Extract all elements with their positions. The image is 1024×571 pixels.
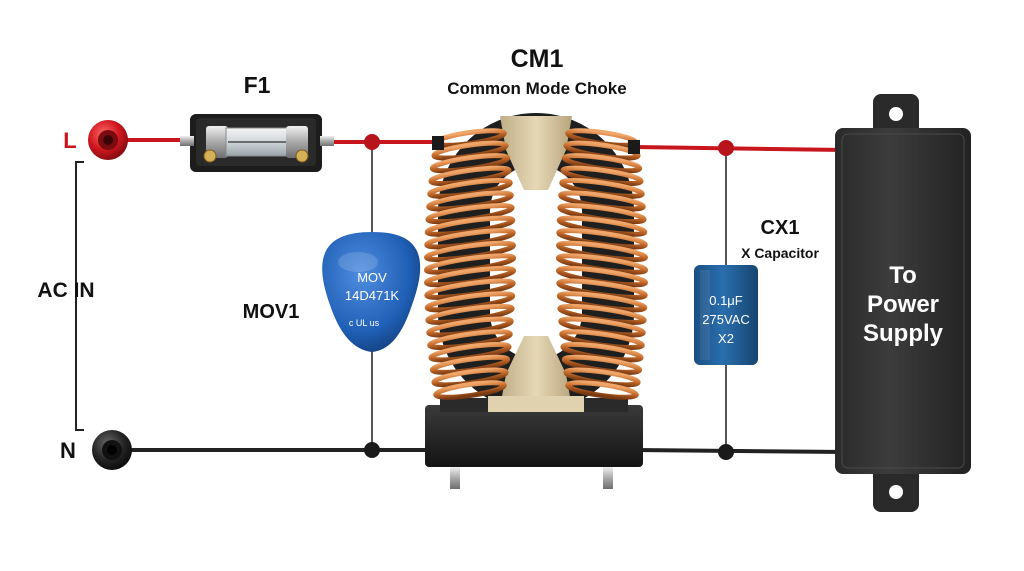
mov-body-text-2: 14D471K bbox=[345, 288, 400, 303]
wires bbox=[75, 138, 846, 454]
cap-class-text: X2 bbox=[718, 331, 734, 346]
mov-varistor bbox=[322, 232, 421, 352]
box-body bbox=[835, 128, 971, 474]
mov-cert-mark: c UL us bbox=[349, 318, 380, 328]
neutral-wire-output bbox=[634, 448, 846, 454]
choke-separator-top bbox=[500, 116, 572, 190]
cap-value-text: 0.1μF bbox=[709, 293, 743, 308]
choke-winding-left bbox=[423, 128, 517, 400]
neutral-label: N bbox=[60, 438, 76, 463]
copper-winding-turn bbox=[565, 380, 639, 400]
fuse-screw-right bbox=[295, 149, 309, 163]
ac-in-label: AC IN bbox=[37, 279, 94, 302]
junction-neutral-mov bbox=[364, 442, 380, 458]
choke-base bbox=[425, 405, 643, 467]
ac-in-bracket bbox=[75, 161, 84, 431]
choke-winding-right bbox=[555, 128, 649, 400]
line-label: L bbox=[63, 128, 76, 153]
junctions bbox=[364, 134, 734, 460]
labels: L N AC IN F1 CM1 Common Mode Choke MOV1 … bbox=[37, 45, 943, 463]
x-capacitor bbox=[694, 265, 758, 365]
output-label-line2: Power bbox=[867, 291, 939, 318]
fuse-screw-left bbox=[203, 149, 217, 163]
fuse-ref-label: F1 bbox=[244, 72, 271, 98]
neutral-input-jack bbox=[92, 430, 132, 470]
mov-body-text-1: MOV bbox=[357, 270, 387, 285]
junction-line-cap bbox=[718, 140, 734, 156]
choke-separator-bottom bbox=[500, 336, 572, 408]
fuse-holder bbox=[180, 114, 334, 172]
output-label-line3: Supply bbox=[863, 320, 944, 347]
cap-ref-label: CX1 bbox=[761, 217, 800, 239]
choke-ref-label: CM1 bbox=[511, 45, 564, 73]
mov-ref-label: MOV1 bbox=[243, 301, 300, 323]
junction-line-mov bbox=[364, 134, 380, 150]
junction-neutral-cap bbox=[718, 444, 734, 460]
line-input-jack bbox=[88, 120, 128, 160]
power-supply-box bbox=[835, 94, 971, 512]
common-mode-choke bbox=[423, 113, 649, 489]
cap-desc-label: X Capacitor bbox=[741, 245, 819, 261]
choke-desc-label: Common Mode Choke bbox=[447, 79, 626, 98]
line-wire-choke-to-output bbox=[634, 145, 846, 152]
cap-voltage-text: 275VAC bbox=[702, 312, 749, 327]
output-label-line1: To bbox=[889, 262, 917, 289]
copper-winding-turn bbox=[433, 380, 507, 400]
